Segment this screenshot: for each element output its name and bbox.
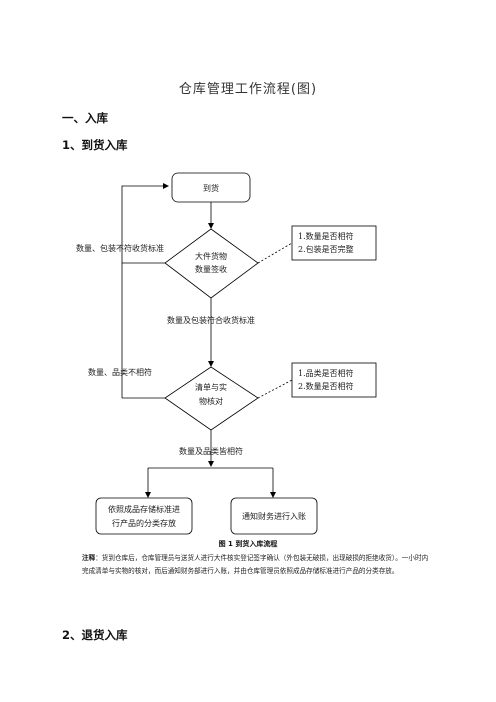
subsection-heading-arrival: 1、到货入库 xyxy=(62,138,128,152)
end-node-storage xyxy=(95,497,193,535)
fail1-label: 数量、包装不符收货标准 xyxy=(76,243,164,253)
end-node-finance xyxy=(230,497,318,535)
check2-line2: 2.数量是否相符 xyxy=(298,381,354,391)
note-paragraph: 注释：货到仓库后，仓库管理员与送货人进行大件核实登记签字确认（外包装无破损，出现… xyxy=(82,552,432,578)
end1-label-line1: 依照成品存储标准进 xyxy=(108,504,180,514)
fail2-label: 数量、品类不相符 xyxy=(88,367,152,377)
decision1-label-line1: 大件货物 xyxy=(195,251,227,261)
note-text: ：货到仓库后，仓库管理员与送货人进行大件核实登记签字确认（外包装无破损，出现破损… xyxy=(82,554,429,575)
subsection-heading-returns: 2、退货入库 xyxy=(62,628,128,642)
decision-quantity-signoff xyxy=(164,228,259,299)
end1-label-line2: 行产品的分类存放 xyxy=(112,518,176,528)
pass2-label: 数量及品类皆相符 xyxy=(179,446,243,456)
note-label: 注释 xyxy=(82,554,96,562)
section-heading-inbound: 一、入库 xyxy=(62,111,108,125)
check1-line2: 2.包装是否完整 xyxy=(298,244,354,254)
decision2-label-line1: 清单与实 xyxy=(195,382,227,392)
decision2-label-line2: 物核对 xyxy=(199,396,223,406)
check-box-1 xyxy=(291,225,377,261)
decision1-label-line2: 数量签收 xyxy=(195,264,227,274)
end2-label: 通知财务进行入账 xyxy=(242,511,306,521)
page-title: 仓库管理工作流程(图) xyxy=(178,82,318,97)
check-box-2 xyxy=(291,362,377,398)
start-label: 到货 xyxy=(203,183,219,193)
figure-caption: 图 1 到货入库流程 xyxy=(218,540,278,548)
check2-line1: 1.品类是否相符 xyxy=(298,368,354,378)
pass1-label: 数量及包装符合收货标准 xyxy=(167,315,255,325)
check1-line1: 1.数量是否相符 xyxy=(298,231,354,241)
